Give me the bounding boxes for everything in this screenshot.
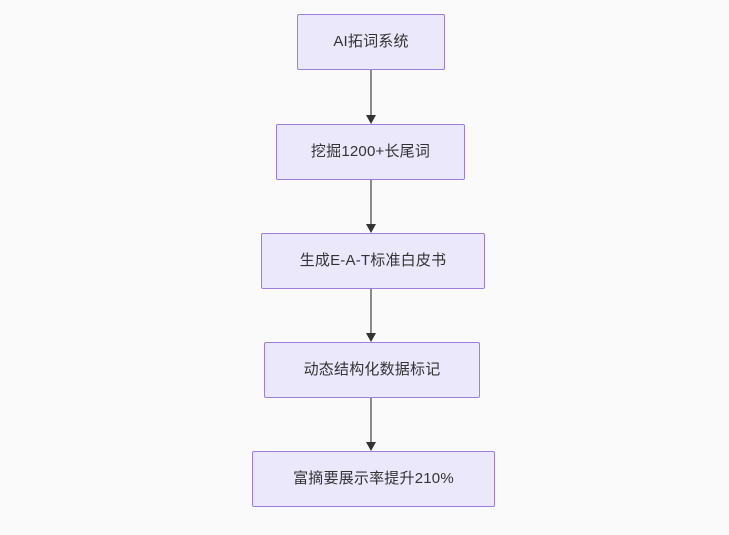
arrow-down-icon <box>366 442 376 451</box>
flowchart-node-3[interactable]: 生成E-A-T标准白皮书 <box>261 233 485 289</box>
flowchart-node-5[interactable]: 富摘要展示率提升210% <box>252 451 495 507</box>
flowchart-node-3-label: 生成E-A-T标准白皮书 <box>299 252 447 269</box>
flowchart-node-1[interactable]: AI拓词系统 <box>297 14 445 70</box>
flowchart-node-2-label: 挖掘1200+长尾词 <box>310 143 431 160</box>
arrow-down-icon <box>366 224 376 233</box>
arrow-down-icon <box>366 333 376 342</box>
flowchart-node-4[interactable]: 动态结构化数据标记 <box>264 342 480 398</box>
arrow-down-icon <box>366 115 376 124</box>
flowchart-connector-2-3 <box>370 180 372 225</box>
flowchart-node-2[interactable]: 挖掘1200+长尾词 <box>276 124 465 180</box>
flowchart-connector-4-5 <box>370 398 372 443</box>
flowchart-node-4-label: 动态结构化数据标记 <box>303 361 441 378</box>
flowchart-node-5-label: 富摘要展示率提升210% <box>293 470 454 487</box>
flowchart-connector-3-4 <box>370 289 372 334</box>
flowchart-node-1-label: AI拓词系统 <box>333 33 409 50</box>
flowchart-connector-1-2 <box>370 70 372 116</box>
